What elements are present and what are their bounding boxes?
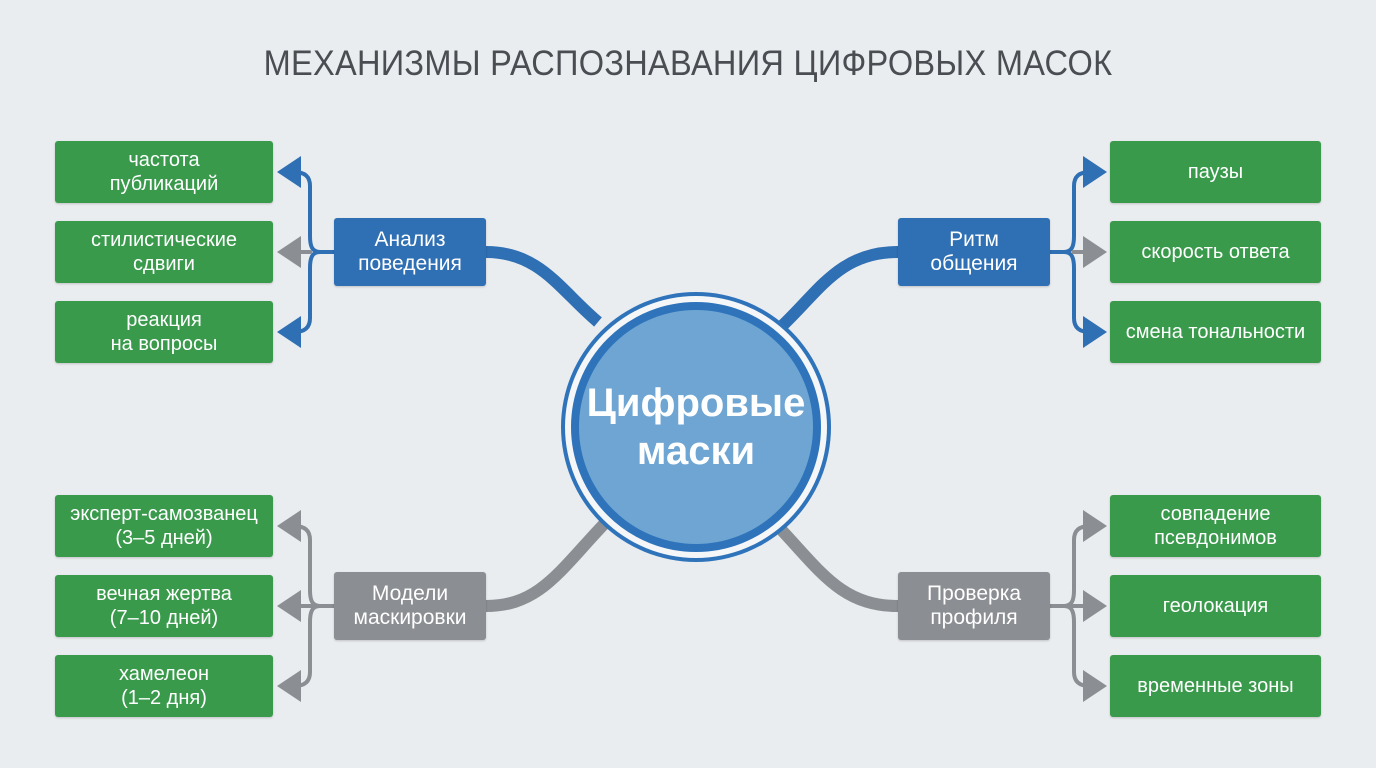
link-center-masking — [485, 517, 611, 612]
hub-label-line1: Модели — [371, 582, 449, 605]
leaf-nickname-match: совпадение псевдонимов — [1110, 495, 1321, 557]
leaf-label-line1: эксперт-самозванец — [70, 503, 258, 525]
leaf-publication-frequency: частота публикаций — [55, 141, 273, 203]
links-profile-leaves — [1050, 510, 1107, 702]
links-behavior-leaves — [277, 156, 334, 348]
hub-label-line2: маскировки — [353, 606, 467, 629]
link-center-profile — [769, 517, 899, 612]
links-rhythm-leaves — [1050, 156, 1107, 348]
center-label-line1: Цифровые — [586, 381, 806, 425]
page-title: МЕХАНИЗМЫ РАСПОЗНАВАНИЯ ЦИФРОВЫХ МАСОК — [263, 44, 1113, 83]
hub-label-line2: общения — [930, 252, 1018, 275]
link-center-rhythm — [777, 246, 899, 331]
leaf-label-line1: реакция — [126, 309, 202, 331]
leaf-label-line2: публикаций — [109, 173, 219, 195]
leaf-label-line2: сдвиги — [133, 253, 195, 275]
leaf-label-line1: скорость ответа — [1141, 241, 1290, 263]
leaf-time-zones: временные зоны — [1110, 655, 1321, 717]
leaf-label-line1: частота — [128, 149, 200, 171]
links-masking-leaves — [277, 510, 334, 702]
leaf-label-line1: совпадение — [1160, 503, 1271, 525]
hub-masking-models: Модели маскировки — [334, 572, 486, 640]
hub-label-line1: Ритм — [949, 228, 999, 251]
leaf-label-line2: на вопросы — [110, 333, 218, 355]
leaf-eternal-victim: вечная жертва (7–10 дней) — [55, 575, 273, 637]
leaf-label-line1: паузы — [1187, 161, 1244, 183]
leaf-expert-impostor: эксперт-самозванец (3–5 дней) — [55, 495, 273, 557]
center-label-line2: маски — [636, 429, 756, 473]
leaf-label-line1: временные зоны — [1137, 675, 1294, 697]
leaf-stylistic-shifts: стилистические сдвиги — [55, 221, 273, 283]
leaf-response-speed: скорость ответа — [1110, 221, 1321, 283]
leaf-label-line1: смена тональности — [1125, 321, 1306, 343]
leaf-reaction-to-questions: реакция на вопросы — [55, 301, 273, 363]
hub-profile-check: Проверка профиля — [898, 572, 1050, 640]
hub-label-line2: поведения — [358, 252, 462, 275]
leaf-tone-change: смена тональности — [1110, 301, 1321, 363]
leaf-label-line1: вечная жертва — [96, 583, 232, 605]
leaf-label-line1: хамелеон — [118, 663, 210, 685]
leaf-label-line1: геолокация — [1162, 595, 1269, 617]
leaf-label-line2: (1–2 дня) — [121, 687, 207, 709]
hub-communication-rhythm: Ритм общения — [898, 218, 1050, 286]
leaf-chameleon: хамелеон (1–2 дня) — [55, 655, 273, 717]
leaf-label-line2: (3–5 дней) — [115, 527, 213, 549]
hub-behavior-analysis: Анализ поведения — [334, 218, 486, 286]
leaf-label-line1: стилистические — [90, 229, 238, 251]
hub-label-line1: Анализ — [374, 228, 446, 251]
link-center-behavior — [485, 246, 602, 327]
hub-label-line2: профиля — [930, 606, 1018, 629]
leaf-label-line2: (7–10 дней) — [109, 607, 219, 629]
leaf-label-line2: псевдонимов — [1154, 527, 1277, 549]
leaf-pauses: паузы — [1110, 141, 1321, 203]
hub-label-line1: Проверка — [926, 582, 1022, 605]
leaf-geolocation: геолокация — [1110, 575, 1321, 637]
center-node: Цифровые маски — [571, 302, 821, 552]
